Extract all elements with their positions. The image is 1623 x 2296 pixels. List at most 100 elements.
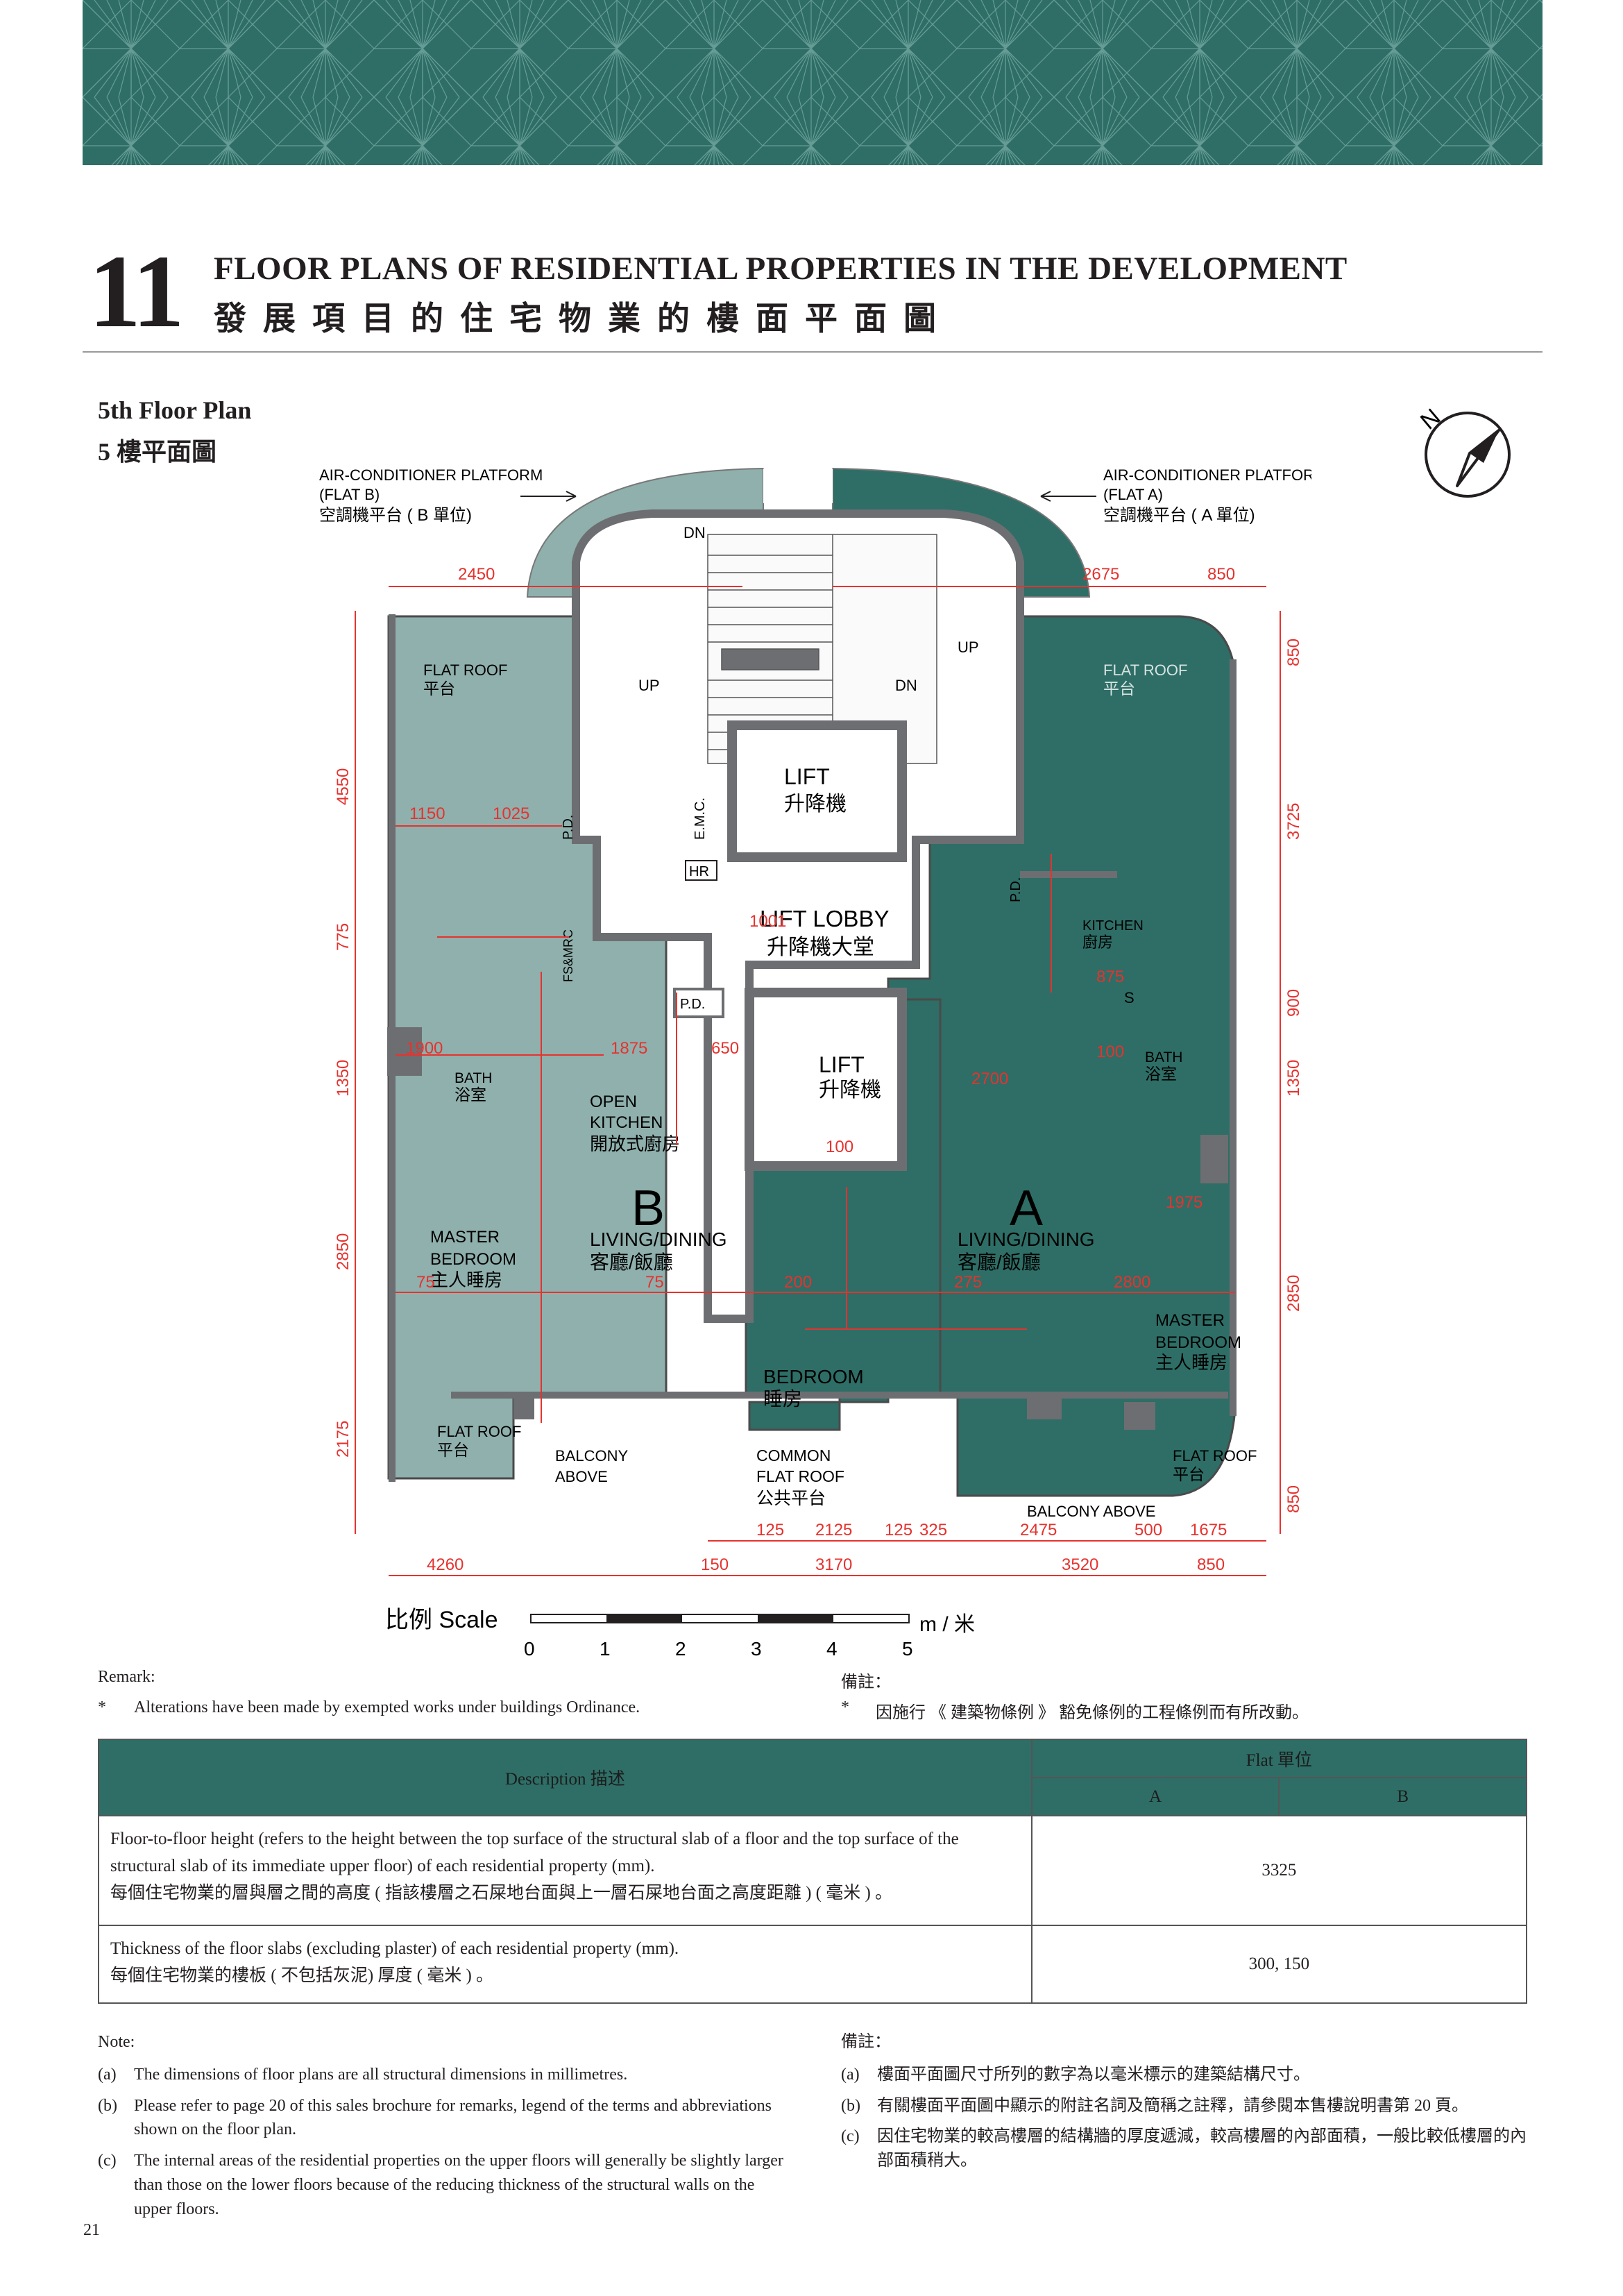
svg-text:850: 850 [1284, 639, 1303, 666]
section-title-zh: 發展項目的住宅物業的樓面平面圖 [214, 301, 953, 337]
north-arrow-icon: N [1416, 399, 1520, 503]
note-text: The dimensions of floor plans are all st… [134, 2065, 628, 2084]
note-item: (c) 因住宅物業的較高樓層的結構牆的厚度遞減，較高樓層的內部面積，一般比較低樓… [841, 2125, 1531, 2173]
svg-text:2450: 2450 [458, 565, 495, 584]
svg-text:3725: 3725 [1284, 803, 1303, 840]
svg-text:1875: 1875 [611, 1039, 647, 1058]
notes-zh: 備註： (a) 樓面平面圖尺寸所列的數字為以毫米標示的建築結構尺寸。 (b) 有… [841, 2030, 1531, 2173]
flat-a-area [748, 615, 1237, 1497]
note-item: (c) The internal areas of the residentia… [98, 2149, 788, 2221]
row-desc-zh: 每個住宅物業的層與層之間的高度 ( 指該樓層之石屎地台面與上一層石屎地台面之高度… [110, 1883, 893, 1902]
row-value: 3325 [1030, 1815, 1528, 1926]
ac-platform-b-zh: 空調機平台 ( B 單位) [319, 506, 472, 525]
note-item: (a) The dimensions of floor plans are al… [98, 2063, 788, 2087]
note-item: (b) 有關樓面平面圖中顯示的附註名詞及簡稱之註釋，請參閱本售樓說明書第 20 … [841, 2094, 1531, 2118]
balcony-b-label-2: ABOVE [555, 1468, 608, 1485]
svg-text:3520: 3520 [1062, 1555, 1098, 1574]
svg-text:5: 5 [902, 1638, 913, 1659]
flat-roof-a2-zh: 平台 [1173, 1465, 1205, 1483]
pd-label-1: P.D. [561, 815, 576, 840]
svg-text:1350: 1350 [334, 1060, 352, 1097]
row-value: 300, 150 [1030, 1925, 1528, 2004]
notes-heading-zh: 備註： [841, 2033, 891, 2051]
note-item: (b) Please refer to page 20 of this sale… [98, 2094, 788, 2143]
flat-roof-a-label: FLAT ROOF [1103, 661, 1187, 679]
stair-dn-label-2: DN [895, 677, 917, 694]
emc-label: E.M.C. [692, 797, 708, 840]
svg-text:100: 100 [826, 1138, 853, 1156]
master-b-label-2: BEDROOM [430, 1250, 516, 1269]
open-kitchen-label: OPEN [590, 1092, 637, 1111]
spec-table: Description 描述 Flat 單位 A B Floor-to-floo… [98, 1739, 1528, 2004]
desc-header: Description 描述 [98, 1739, 1033, 1816]
living-b-label: LIVING/DINING [590, 1229, 727, 1250]
row-desc-en: Thickness of the floor slabs (excluding … [110, 1939, 679, 1958]
notes-heading-en: Note: [98, 2033, 135, 2051]
open-kitchen-label-2: KITCHEN [590, 1113, 663, 1132]
table-row: Floor-to-floor height (refers to the hei… [98, 1815, 1528, 1926]
scale-label: 比例 Scale [385, 1607, 498, 1633]
svg-text:850: 850 [1197, 1555, 1225, 1574]
lift-shaft-1 [727, 720, 907, 862]
svg-text:325: 325 [919, 1521, 947, 1539]
table-row: Thickness of the floor slabs (excluding … [98, 1925, 1528, 2004]
bath-b-zh: 浴室 [454, 1086, 486, 1104]
lift-label-2-zh: 升降機 [819, 1079, 881, 1101]
ac-platform-a-label: AIR-CONDITIONER PLATFORM [1103, 466, 1311, 484]
common-roof-zh: 公共平台 [756, 1489, 826, 1508]
master-a-label: MASTER [1155, 1311, 1225, 1330]
svg-text:2475: 2475 [1020, 1521, 1057, 1539]
stair-dn-label: DN [683, 524, 706, 541]
open-kitchen-zh: 開放式廚房 [590, 1133, 680, 1154]
svg-text:4260: 4260 [427, 1555, 464, 1574]
page-number: 21 [83, 2221, 100, 2239]
banner-pattern [83, 0, 1543, 165]
header-banner [83, 0, 1543, 165]
svg-text:150: 150 [701, 1555, 729, 1574]
lift-lobby-label-zh: 升降機大堂 [767, 935, 874, 959]
svg-text:2: 2 [675, 1638, 686, 1659]
svg-text:100: 100 [1096, 1043, 1124, 1061]
bedroom-a-zh: 睡房 [763, 1388, 802, 1410]
remark-heading-zh: 備註： [841, 1673, 891, 1691]
flat-col-a: A [1030, 1777, 1280, 1816]
svg-text:1900: 1900 [406, 1039, 443, 1058]
svg-text:N: N [1416, 404, 1445, 435]
svg-text:500: 500 [1135, 1521, 1162, 1539]
note-key: (c) [98, 2152, 117, 2170]
row-desc-zh: 每個住宅物業的樓板 ( 不包括灰泥) 厚度 ( 毫米 ) 。 [110, 1966, 494, 1985]
svg-text:2700: 2700 [971, 1070, 1008, 1088]
svg-text:125: 125 [885, 1521, 912, 1539]
svg-text:200: 200 [784, 1273, 812, 1292]
svg-text:2175: 2175 [334, 1421, 352, 1458]
living-b-zh: 客廳/飯廳 [590, 1251, 673, 1273]
flat-roof-b2-label: FLAT ROOF [437, 1423, 521, 1440]
lift-label-1-zh: 升降機 [784, 793, 847, 816]
flat-header: Flat 單位 [1030, 1739, 1528, 1778]
flat-roof-b2-zh: 平台 [437, 1441, 469, 1459]
svg-text:1001: 1001 [749, 912, 786, 931]
svg-text:75: 75 [645, 1273, 664, 1292]
stair-up-label: UP [958, 639, 979, 656]
bath-a-label: BATH [1145, 1049, 1182, 1065]
common-roof-label-2: FLAT ROOF [756, 1467, 844, 1485]
flat-roof-b-zh: 平台 [423, 679, 455, 698]
svg-text:850: 850 [1207, 565, 1235, 584]
svg-text:2850: 2850 [334, 1233, 352, 1270]
svg-text:75: 75 [416, 1273, 435, 1292]
scale-ticks: 0 1 2 3 4 5 [524, 1638, 913, 1660]
svg-text:0: 0 [524, 1638, 535, 1659]
note-key: (a) [841, 2065, 860, 2084]
master-b-label: MASTER [430, 1228, 500, 1247]
svg-text:3170: 3170 [815, 1555, 852, 1574]
ac-platform-a-zh: 空調機平台 ( A 單位) [1103, 506, 1255, 525]
svg-text:2800: 2800 [1114, 1273, 1150, 1292]
lift-shaft-2 [745, 988, 907, 1171]
svg-text:1150: 1150 [409, 804, 445, 823]
master-a-label-2: BEDROOM [1155, 1333, 1241, 1352]
note-text: The internal areas of the residential pr… [134, 2152, 783, 2218]
lift-label-2: LIFT [819, 1052, 865, 1077]
svg-text:650: 650 [711, 1039, 739, 1058]
svg-text:4: 4 [826, 1638, 838, 1659]
ac-platform-b-flat: (FLAT B) [319, 486, 380, 503]
